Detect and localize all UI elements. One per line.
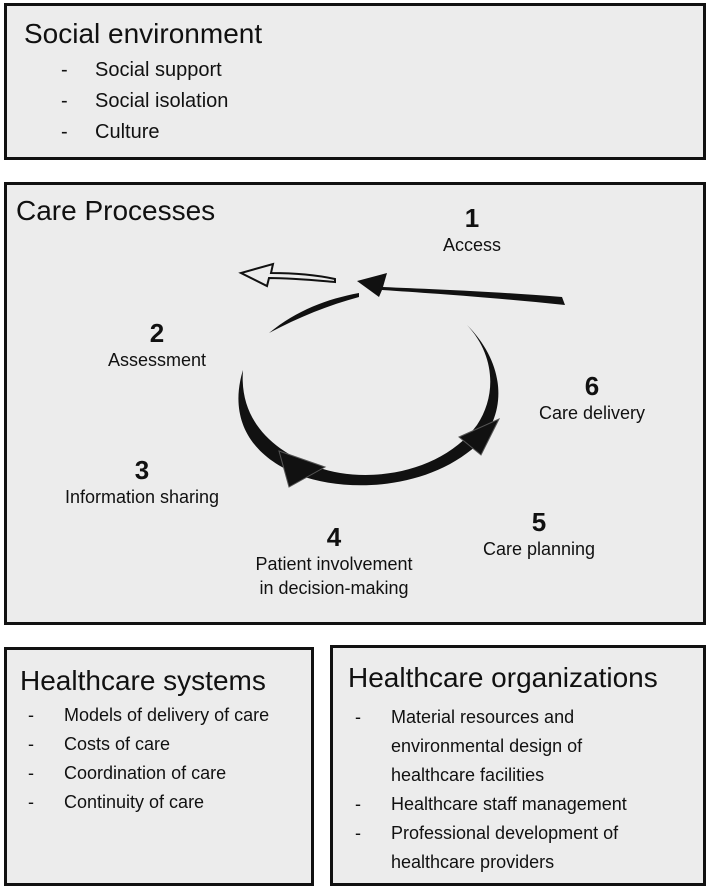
list-dash: -	[28, 734, 34, 754]
social-environment-panel: Social environment -Social support -Soci…	[4, 3, 706, 160]
step-care-planning: 5 Care planning	[469, 507, 609, 561]
healthcare-organizations-panel: Healthcare organizations -Material resou…	[330, 645, 706, 886]
list-dash: -	[61, 90, 68, 112]
list-dash: -	[355, 823, 361, 843]
step-number: 6	[584, 371, 600, 401]
step-number: 2	[149, 318, 165, 348]
step-information-sharing: 3 Information sharing	[47, 455, 237, 509]
list-item: -Material resources and environmental de…	[353, 703, 671, 790]
list-item: -Social isolation	[61, 90, 229, 112]
step-assessment: 2 Assessment	[97, 318, 217, 372]
list-dash: -	[61, 59, 68, 81]
list-dash: -	[28, 763, 34, 783]
list-dash: -	[28, 705, 34, 725]
list-item: -Professional development of healthcare …	[353, 819, 671, 877]
list-item: -Costs of care	[24, 731, 269, 760]
healthcare-systems-list: -Models of delivery of care -Costs of ca…	[24, 702, 269, 818]
social-environment-list: -Social support -Social isolation -Cultu…	[57, 57, 228, 150]
step-number: 5	[531, 507, 547, 537]
list-dash: -	[28, 792, 34, 812]
cycle-arrowhead-bottom	[278, 450, 327, 488]
list-dash: -	[355, 794, 361, 814]
step-care-delivery: 6 Care delivery	[522, 371, 662, 425]
social-environment-title: Social environment	[24, 18, 263, 49]
step-patient-involvement: 4 Patient involvement in decision-making	[234, 522, 434, 600]
step-label: Patient involvement	[255, 554, 413, 574]
step-number: 3	[134, 455, 150, 485]
list-dash: -	[61, 121, 68, 143]
cycle-arrow-top	[357, 273, 565, 305]
care-processes-panel: Care Processes 1 Access 2 Assessment 3 I…	[4, 182, 706, 625]
step-label-line2: in decision-making	[259, 578, 409, 598]
step-label: Care delivery	[538, 403, 646, 423]
healthcare-organizations-title: Healthcare organizations	[348, 662, 658, 693]
care-cycle-arrows	[238, 262, 565, 488]
cycle-arrow-detached	[238, 262, 336, 288]
healthcare-organizations-list: -Material resources and environmental de…	[353, 703, 671, 877]
list-dash: -	[355, 707, 361, 727]
cycle-arrow-upper-arc	[269, 293, 359, 333]
cycle-arrowhead-right	[458, 417, 501, 456]
list-item: -Continuity of care	[24, 789, 269, 818]
step-label: Access	[442, 235, 502, 255]
healthcare-systems-panel: Healthcare systems -Models of delivery o…	[4, 647, 314, 886]
list-item: -Models of delivery of care	[24, 702, 269, 731]
care-processes-title: Care Processes	[16, 195, 216, 226]
step-number: 4	[326, 522, 342, 552]
step-number: 1	[464, 203, 480, 233]
list-item: -Social support	[61, 59, 222, 81]
healthcare-systems-title: Healthcare systems	[20, 665, 266, 696]
step-access: 1 Access	[437, 203, 507, 257]
list-item: -Coordination of care	[24, 760, 269, 789]
step-label: Assessment	[107, 350, 207, 370]
step-label: Care planning	[482, 539, 596, 559]
step-label: Information sharing	[64, 487, 220, 507]
list-item: -Healthcare staff management	[353, 790, 671, 819]
cycle-arrow-ring	[238, 325, 499, 486]
list-item: -Culture	[61, 121, 160, 143]
